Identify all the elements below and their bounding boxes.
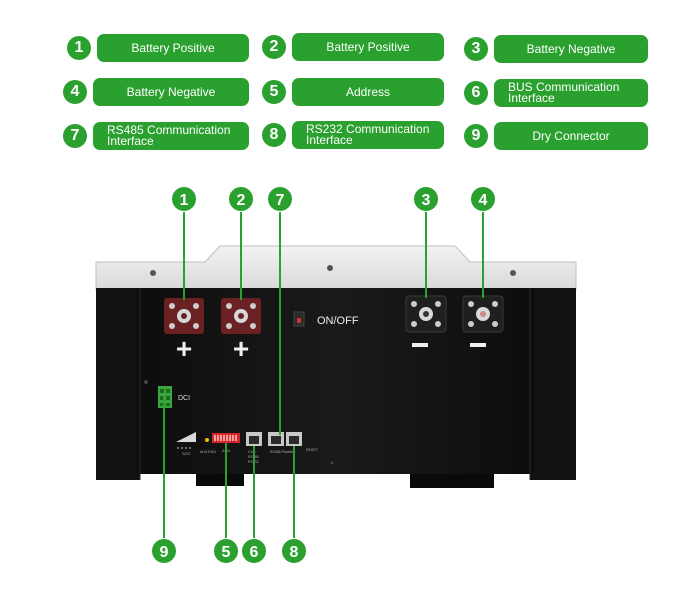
- number-badge: 3: [464, 37, 488, 61]
- callout-8: 8: [282, 539, 306, 563]
- foot: [196, 474, 244, 486]
- legend-label: Battery Negative: [494, 35, 648, 63]
- negative-terminal-4: [462, 295, 504, 333]
- number-badge: 8: [262, 123, 286, 147]
- callout-5: 5: [214, 539, 238, 563]
- legend-item-rs485-communication: 7 RS485 Communication Interface: [63, 122, 249, 150]
- svg-text:5: 5: [222, 544, 231, 561]
- legend-label: Dry Connector: [494, 122, 648, 150]
- rs485-parallel-label: RS485 Parallel: [270, 450, 294, 454]
- legend-item-battery-positive-2: 2 Battery Positive: [262, 33, 444, 61]
- svg-text:8: 8: [290, 544, 299, 561]
- svg-text:1: 1: [180, 192, 189, 209]
- plus-symbol: +: [233, 333, 249, 364]
- svg-text:7: 7: [276, 192, 285, 209]
- svg-text:9: 9: [160, 544, 169, 561]
- alarm-run-label: ALM RUN: [200, 450, 216, 454]
- callout-3: 3: [414, 187, 438, 211]
- callout-1: 1: [172, 187, 196, 211]
- number-badge: 7: [63, 124, 87, 148]
- foot: [410, 474, 494, 488]
- right-bracket: [530, 288, 576, 480]
- negative-terminal-3: [405, 295, 447, 333]
- legend-label: RS232 Communication Interface: [292, 121, 444, 149]
- switch-label: ON/OFF: [317, 315, 359, 327]
- legend-item-rs232-communication: 8 RS232 Communication Interface: [262, 121, 444, 149]
- legend-item-address: 5 Address: [262, 78, 444, 106]
- callout-7: 7: [268, 187, 292, 211]
- status-led: [205, 438, 209, 442]
- minus-symbol: [412, 343, 428, 347]
- svg-text:4: 4: [479, 192, 488, 209]
- callout-2: 2: [229, 187, 253, 211]
- legend-label: Battery Positive: [292, 33, 444, 61]
- svg-text:3: 3: [422, 192, 431, 209]
- number-badge: 6: [464, 81, 488, 105]
- legend-item-bus-communication: 6 BUS Communication Interface: [464, 79, 648, 107]
- number-badge: 5: [262, 80, 286, 104]
- callout-9: 9: [152, 539, 176, 563]
- plus-symbol: +: [176, 333, 192, 364]
- screw: [510, 270, 516, 276]
- soc-label: SOC: [182, 451, 191, 456]
- number-badge: 2: [262, 35, 286, 59]
- legend-label: Battery Negative: [93, 78, 249, 106]
- svg-text:2: 2: [237, 192, 246, 209]
- positive-terminal-2: [221, 298, 261, 334]
- screw: [327, 265, 333, 271]
- soc-indicator: [176, 432, 196, 442]
- callout-4: 4: [471, 187, 495, 211]
- screw: [150, 270, 156, 276]
- legend-item-battery-negative-3: 3 Battery Negative: [464, 35, 648, 63]
- top-cover: [95, 245, 577, 291]
- legend-label: Battery Positive: [97, 34, 249, 62]
- legend-item-dry-connector: 9 Dry Connector: [464, 122, 648, 150]
- legend-label: BUS Communication Interface: [494, 79, 648, 107]
- number-badge: 1: [67, 36, 91, 60]
- reset-label: RESET: [306, 448, 319, 452]
- dci-label: DCI: [178, 395, 190, 402]
- number-badge: 9: [464, 124, 488, 148]
- callout-6: 6: [242, 539, 266, 563]
- legend-label: RS485 Communication Interface: [93, 122, 249, 150]
- positive-terminal-1: [164, 298, 204, 334]
- minus-symbol: [470, 343, 486, 347]
- legend-item-battery-negative-4: 4 Battery Negative: [63, 78, 249, 106]
- legend-label: Address: [292, 78, 444, 106]
- number-badge: 4: [63, 80, 87, 104]
- legend-item-battery-positive-1: 1 Battery Positive: [67, 34, 249, 62]
- left-bracket: [96, 288, 140, 480]
- svg-text:6: 6: [250, 544, 259, 561]
- can-label: CAN: [248, 450, 256, 454]
